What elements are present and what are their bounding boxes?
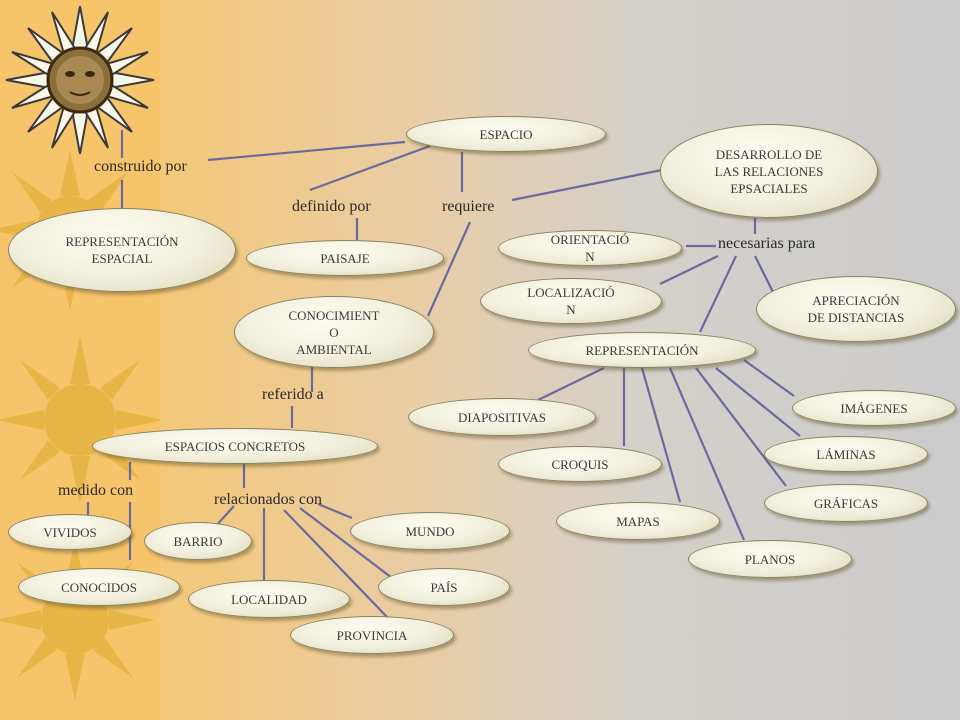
label-definido-por: definido por (292, 198, 371, 215)
label-necesarias-para: necesarias para (718, 235, 816, 252)
node-imagenes[interactable]: IMÁGENES (792, 390, 956, 426)
node-mundo[interactable]: MUNDO (350, 512, 510, 550)
label-requiere: requiere (442, 198, 495, 215)
node-croquis[interactable]: CROQUIS (498, 446, 662, 482)
node-planos[interactable]: PLANOS (688, 540, 852, 578)
connector (695, 367, 787, 487)
node-representacion[interactable]: REPRESENTACIÓN (528, 332, 756, 368)
node-laminas[interactable]: LÁMINAS (764, 436, 928, 472)
connector (299, 507, 393, 579)
node-conocimiento-ambiental[interactable]: CONOCIMIENT O AMBIENTAL (234, 296, 434, 368)
node-apreciacion-distancias[interactable]: APRECIACIÓN DE DISTANCIAS (756, 276, 956, 342)
node-espacios-concretos[interactable]: ESPACIOS CONCRETOS (92, 428, 378, 464)
node-conocidos[interactable]: CONOCIDOS (18, 568, 180, 606)
node-barrio[interactable]: BARRIO (144, 522, 252, 560)
label-medido-con: medido con (58, 482, 134, 499)
connector (207, 140, 406, 162)
node-provincia[interactable]: PROVINCIA (290, 616, 454, 654)
connector (640, 367, 682, 503)
connector (511, 168, 663, 202)
node-vividos[interactable]: VIVIDOS (8, 514, 132, 550)
label-construido-por: construido por (94, 158, 187, 175)
node-orientacion[interactable]: ORIENTACIÓ N (498, 230, 682, 266)
node-diapositivas[interactable]: DIAPOSITIVAS (408, 398, 596, 436)
connector (668, 367, 746, 541)
connector (283, 509, 389, 619)
node-pais[interactable]: PAÍS (378, 568, 510, 606)
connector (309, 144, 431, 192)
node-desarrollo-relaciones[interactable]: DESARROLLO DE LAS RELACIONES EPSACIALES (660, 124, 878, 218)
node-representacion-espacial[interactable]: REPRESENTACIÓN ESPACIAL (8, 208, 236, 292)
connector (426, 221, 472, 317)
node-mapas[interactable]: MAPAS (556, 502, 720, 540)
connector (659, 255, 719, 285)
connector (317, 502, 353, 520)
node-graficas[interactable]: GRÁFICAS (764, 484, 928, 522)
node-localidad[interactable]: LOCALIDAD (188, 580, 350, 618)
connector (715, 367, 801, 437)
sun-icon (5, 5, 155, 155)
node-localizacion[interactable]: LOCALIZACIÓ N (480, 278, 662, 324)
node-paisaje[interactable]: PAISAJE (246, 240, 444, 276)
connector (537, 367, 605, 401)
connector (699, 255, 737, 333)
label-referido-a: referido a (262, 386, 324, 403)
connector (743, 359, 795, 397)
node-espacio[interactable]: ESPACIO (406, 116, 606, 152)
label-relacionados-con: relacionados con (214, 491, 322, 508)
